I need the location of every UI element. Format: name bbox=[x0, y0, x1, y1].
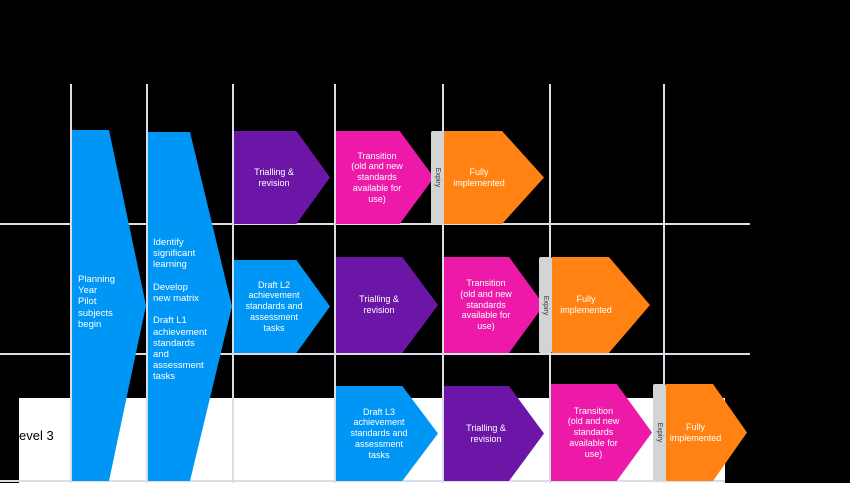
row-1-fully-implemented-text: Fully implemented bbox=[453, 166, 505, 188]
row-2-transition-text: Transition (old and new standards availa… bbox=[460, 278, 512, 332]
planning-year-text: Planning Year Pilot subjects begin bbox=[78, 274, 115, 330]
grid-line-horizontal bbox=[0, 223, 750, 225]
row-3-fully-implemented-text: Fully implemented bbox=[669, 421, 722, 443]
row-2-expiry-text: Expiry bbox=[542, 295, 550, 315]
grid-line-vertical bbox=[663, 84, 665, 483]
row-2-fully-implemented-text: Fully implemented bbox=[560, 294, 612, 315]
row-2-expiry-marker: Expiry bbox=[539, 257, 552, 353]
row-3-transition-text: Transition (old and new standards availa… bbox=[567, 405, 620, 459]
row-2-trialling-text: Trialling & revision bbox=[359, 294, 399, 315]
grid-line-horizontal bbox=[0, 480, 725, 482]
row-2-draft-l2-arrow: Draft L2 achievement standards and asses… bbox=[234, 260, 330, 353]
row-1-trialling-text: Trialling & revision bbox=[254, 166, 294, 188]
row-1-trialling-arrow: Trialling & revision bbox=[234, 131, 330, 224]
grid-line-vertical bbox=[232, 84, 234, 483]
row-3-draft-l3-arrow: Draft L3 achievement standards and asses… bbox=[336, 386, 438, 481]
row-2-fully-implemented-arrow: Fully implemented bbox=[552, 257, 650, 353]
row-2-draft-l2-text: Draft L2 achievement standards and asses… bbox=[245, 279, 303, 333]
row-1-transition-arrow: Transition (old and new standards availa… bbox=[336, 131, 434, 224]
grid-line-vertical bbox=[334, 84, 336, 483]
row-1-fully-implemented-arrow: Fully implemented bbox=[444, 131, 544, 224]
row-3-trialling-text: Trialling & revision bbox=[466, 422, 506, 444]
develop-matrix-text: Identify significant learning Develop ne… bbox=[153, 237, 207, 383]
row-3-expiry-text: Expiry bbox=[656, 422, 664, 443]
row-label-level-3: evel 3 bbox=[19, 428, 54, 443]
row-3-draft-l3-text: Draft L3 achievement standards and asses… bbox=[350, 406, 408, 460]
row-2-transition-arrow: Transition (old and new standards availa… bbox=[444, 257, 544, 353]
row-1-expiry-marker: Expiry bbox=[431, 131, 444, 224]
grid-line-vertical bbox=[442, 84, 444, 483]
grid-line-vertical bbox=[70, 84, 72, 483]
grid-line-vertical bbox=[146, 84, 148, 483]
grid-line-horizontal bbox=[0, 353, 750, 355]
row-3-fully-implemented-arrow: Fully implemented bbox=[666, 384, 747, 481]
row-1-expiry-text: Expiry bbox=[434, 167, 442, 188]
row-1-transition-text: Transition (old and new standards availa… bbox=[351, 150, 403, 204]
row-3-expiry-marker: Expiry bbox=[653, 384, 666, 481]
row-2-trialling-arrow: Trialling & revision bbox=[336, 257, 438, 353]
